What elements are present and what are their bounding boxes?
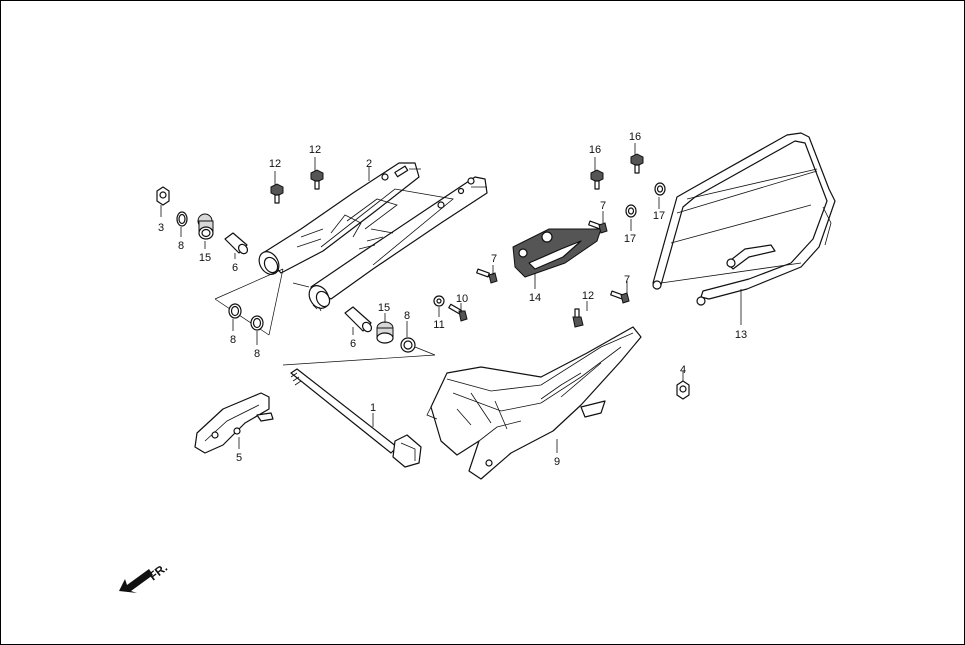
- swing-arm-part: [258, 162, 488, 312]
- washer-part-11: [433, 295, 445, 307]
- collar-part-6a: [224, 232, 249, 255]
- callout-8: 8: [178, 240, 184, 252]
- callout-13: 13: [735, 329, 747, 341]
- callout-12: 12: [269, 158, 281, 170]
- bearing-part-15b: [376, 321, 394, 344]
- callout-7: 7: [624, 274, 630, 286]
- callout-15: 15: [378, 302, 390, 314]
- callout-6: 6: [232, 262, 238, 274]
- bracket-part-14: [512, 228, 602, 278]
- bolt-part-16a: [590, 169, 604, 190]
- front-arrow-icon: [119, 569, 153, 593]
- washer-part-8d: [400, 337, 416, 353]
- rear-guard-part: [652, 132, 836, 306]
- callout-16: 16: [589, 144, 601, 156]
- callout-17: 17: [653, 210, 665, 222]
- leader-lines: [160, 143, 742, 453]
- callout-9: 9: [554, 456, 560, 468]
- washer-part-8c: [250, 315, 264, 331]
- callout-5: 5: [236, 452, 242, 464]
- bolt-part-7a: [476, 268, 498, 284]
- bolt-part-12b: [310, 169, 324, 190]
- bolt-part-10: [448, 303, 468, 322]
- callout-labels: 3 8 15 6 12 12 2 8 8 6 15 8 1 5 9 10 11 …: [158, 131, 747, 468]
- washer-part-17b: [625, 204, 637, 218]
- front-direction-label: FR.: [146, 560, 170, 583]
- washer-part-17a: [654, 182, 666, 196]
- callout-8: 8: [404, 310, 410, 322]
- bolt-part-12a: [270, 183, 284, 204]
- callout-8: 8: [254, 348, 260, 360]
- nut-part-3: [156, 186, 170, 206]
- bearing-part-15a: [197, 213, 214, 240]
- axle-bolt-part: [290, 368, 422, 468]
- callout-2: 2: [366, 158, 372, 170]
- callout-17: 17: [624, 233, 636, 245]
- washer-part-8b: [228, 303, 242, 319]
- bolt-part-12c: [572, 308, 584, 328]
- callout-11: 11: [433, 319, 444, 331]
- washer-part-8a: [176, 211, 188, 227]
- callout-7: 7: [491, 253, 497, 265]
- callout-14: 14: [529, 292, 541, 304]
- callout-6: 6: [350, 338, 356, 350]
- bolt-part-7c: [610, 290, 630, 304]
- callout-12: 12: [309, 144, 321, 156]
- front-direction-indicator: FR.: [119, 560, 170, 593]
- chain-cover-part: [426, 326, 642, 480]
- nut-part-4: [676, 380, 690, 400]
- callout-3: 3: [158, 222, 164, 234]
- collar-part-6b: [344, 306, 373, 333]
- callout-1: 1: [370, 402, 376, 414]
- callout-16: 16: [629, 131, 641, 143]
- callout-8: 8: [230, 334, 236, 346]
- bolt-part-7b: [588, 220, 608, 234]
- bolt-part-16b: [630, 153, 644, 174]
- callout-10: 10: [456, 293, 468, 305]
- callout-4: 4: [680, 364, 686, 376]
- callout-15: 15: [199, 252, 211, 264]
- chain-slider-part: [194, 392, 274, 454]
- callout-7: 7: [600, 200, 606, 212]
- guide-line: [214, 268, 284, 336]
- callout-12: 12: [582, 290, 594, 302]
